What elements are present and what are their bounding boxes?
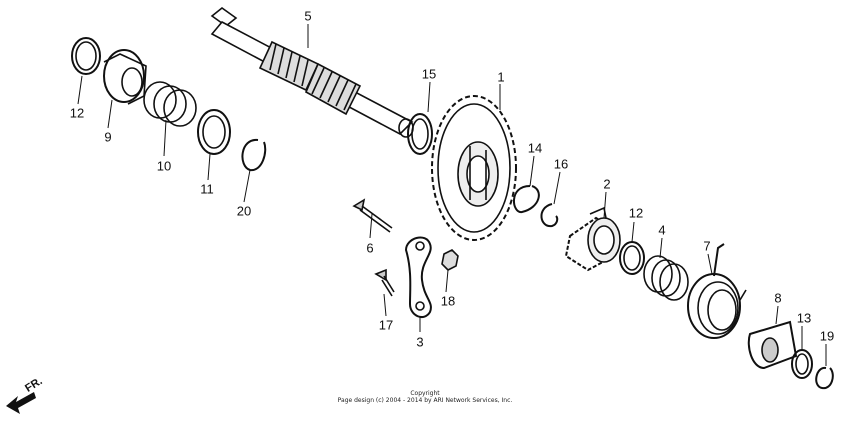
callout-6: 6: [366, 240, 374, 256]
copyright-line-1: Copyright: [410, 390, 440, 397]
washer-12-left-part: [71, 37, 101, 75]
callout-9: 9: [104, 129, 112, 145]
callout-11: 11: [200, 181, 214, 197]
circlip-19-part: [815, 366, 834, 390]
collar-9-part: [103, 49, 147, 105]
callout-5: 5: [304, 8, 312, 24]
callout-19: 19: [819, 328, 835, 344]
callout-1: 1: [497, 69, 505, 85]
callout-4: 4: [658, 222, 666, 238]
leader-lines: [77, 24, 827, 366]
callout-8: 8: [774, 290, 782, 306]
circlip-16-part: [540, 203, 559, 228]
ratchet-2-part: [564, 206, 621, 272]
callout-15: 15: [421, 66, 437, 82]
washer-11-part: [197, 109, 231, 155]
spring-10-part: [143, 81, 197, 127]
callout-10: 10: [156, 158, 172, 174]
bolt-6-part: [352, 198, 393, 233]
front-direction-arrow-icon: [6, 392, 36, 414]
copyright-line-2: Page design (c) 2004 - 2014 by ARI Netwo…: [337, 397, 513, 404]
main-shaft-part: [210, 6, 414, 138]
washer-15-part: [407, 113, 433, 155]
callout-3: 3: [416, 334, 424, 350]
callout-18: 18: [440, 293, 456, 309]
callout-12-right: 12: [628, 205, 644, 221]
kick-spring-7-part: [687, 243, 747, 339]
arm-3-part: [404, 236, 432, 319]
bolt-17-part: [374, 268, 395, 297]
snap-ring-14-part: [513, 185, 540, 213]
callout-17: 17: [378, 317, 394, 333]
circlip-20-part: [241, 138, 267, 172]
spring-4-part: [643, 255, 689, 301]
callout-16: 16: [553, 156, 569, 172]
nut-18-part: [441, 249, 459, 271]
callout-13: 13: [796, 310, 812, 326]
gear-1-part: [431, 95, 517, 241]
callout-20: 20: [236, 203, 252, 219]
callout-7: 7: [703, 238, 711, 254]
callout-12-left: 12: [69, 105, 85, 121]
spring-guide-8-part: [747, 320, 798, 370]
callout-2: 2: [603, 176, 611, 192]
callout-14: 14: [527, 140, 543, 156]
